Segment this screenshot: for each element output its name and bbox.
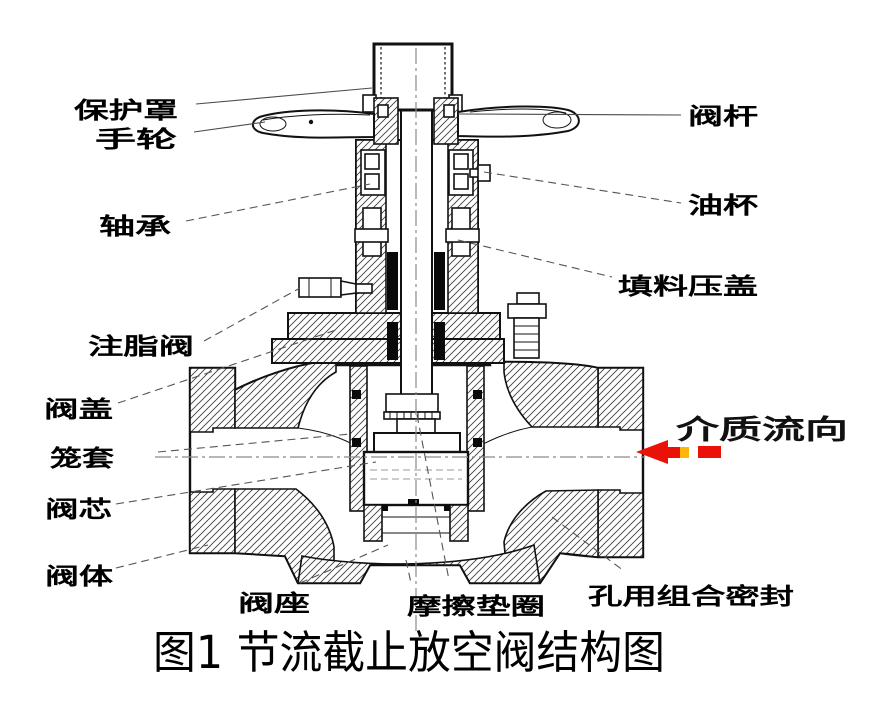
- label-cage: 笼套: [49, 445, 114, 472]
- right-flange-section-lower: [597, 489, 644, 558]
- label-handwheel: 手轮: [95, 126, 177, 153]
- flow-arrow-icon: [636, 440, 721, 464]
- label-protective-cover: 保护罩: [72, 97, 178, 124]
- label-packing-gland: 填料压盖: [618, 273, 758, 300]
- cage-seal: [352, 438, 361, 447]
- leader-seat: [299, 544, 389, 584]
- grease-valve-fitting: [298, 277, 373, 298]
- label-oil-cup: 油杯: [688, 193, 758, 219]
- oil-cup-fitting: [469, 164, 491, 182]
- leader-handwheel: [193, 121, 266, 133]
- leader-lines: [115, 87, 682, 584]
- upper-right-wall: [503, 361, 599, 428]
- leader-grease-valve: [203, 287, 301, 342]
- label-bearing: 轴承: [99, 213, 171, 240]
- label-hole-combined-seal: 孔用组合密封: [588, 583, 794, 610]
- leader-cage: [157, 433, 351, 453]
- part-labels: 保护罩 手轮 轴承 注脂阀 阀盖 笼套 阀芯 阀体 阀杆 油杯 填料压盖 阀座 …: [44, 97, 848, 620]
- figure-caption: 图1 节流截止放空阀结构图: [153, 626, 665, 679]
- cage-seal: [352, 390, 361, 399]
- leader-friction-washer-short: [405, 559, 412, 584]
- bottom-wall: [297, 543, 541, 584]
- label-flow-direction: 介质流向: [674, 414, 848, 446]
- leader-valve-body: [115, 544, 209, 569]
- leader-packing-gland: [457, 239, 613, 278]
- cage-seal: [473, 438, 482, 447]
- leader-plug: [115, 461, 377, 505]
- bonnet-bolt: [507, 292, 547, 359]
- right-flange-section: [597, 367, 644, 431]
- cage-seal: [473, 390, 482, 399]
- label-friction-washer: 摩擦垫圈: [407, 593, 545, 620]
- left-flange-section: [189, 367, 236, 433]
- label-plug: 阀芯: [45, 496, 112, 523]
- plug-assembly: [362, 393, 470, 507]
- leader-bearing: [185, 183, 371, 222]
- leader-friction-washer: [416, 414, 450, 581]
- label-seat: 阀座: [238, 590, 310, 617]
- leader-protective-cover: [195, 87, 373, 105]
- label-valve-body: 阀体: [45, 564, 114, 590]
- label-bonnet: 阀盖: [44, 396, 113, 423]
- leader-hole-combined-seal: [551, 516, 625, 572]
- leader-stem: [457, 113, 682, 116]
- leader-oil-cup: [483, 171, 682, 204]
- seat-section: [363, 504, 469, 542]
- upper-left-wall: [234, 359, 337, 429]
- label-stem: 阀杆: [688, 104, 758, 130]
- left-flange-section-lower: [189, 488, 236, 554]
- valve-cross-section: [155, 42, 645, 632]
- label-grease-valve: 注脂阀: [88, 333, 194, 360]
